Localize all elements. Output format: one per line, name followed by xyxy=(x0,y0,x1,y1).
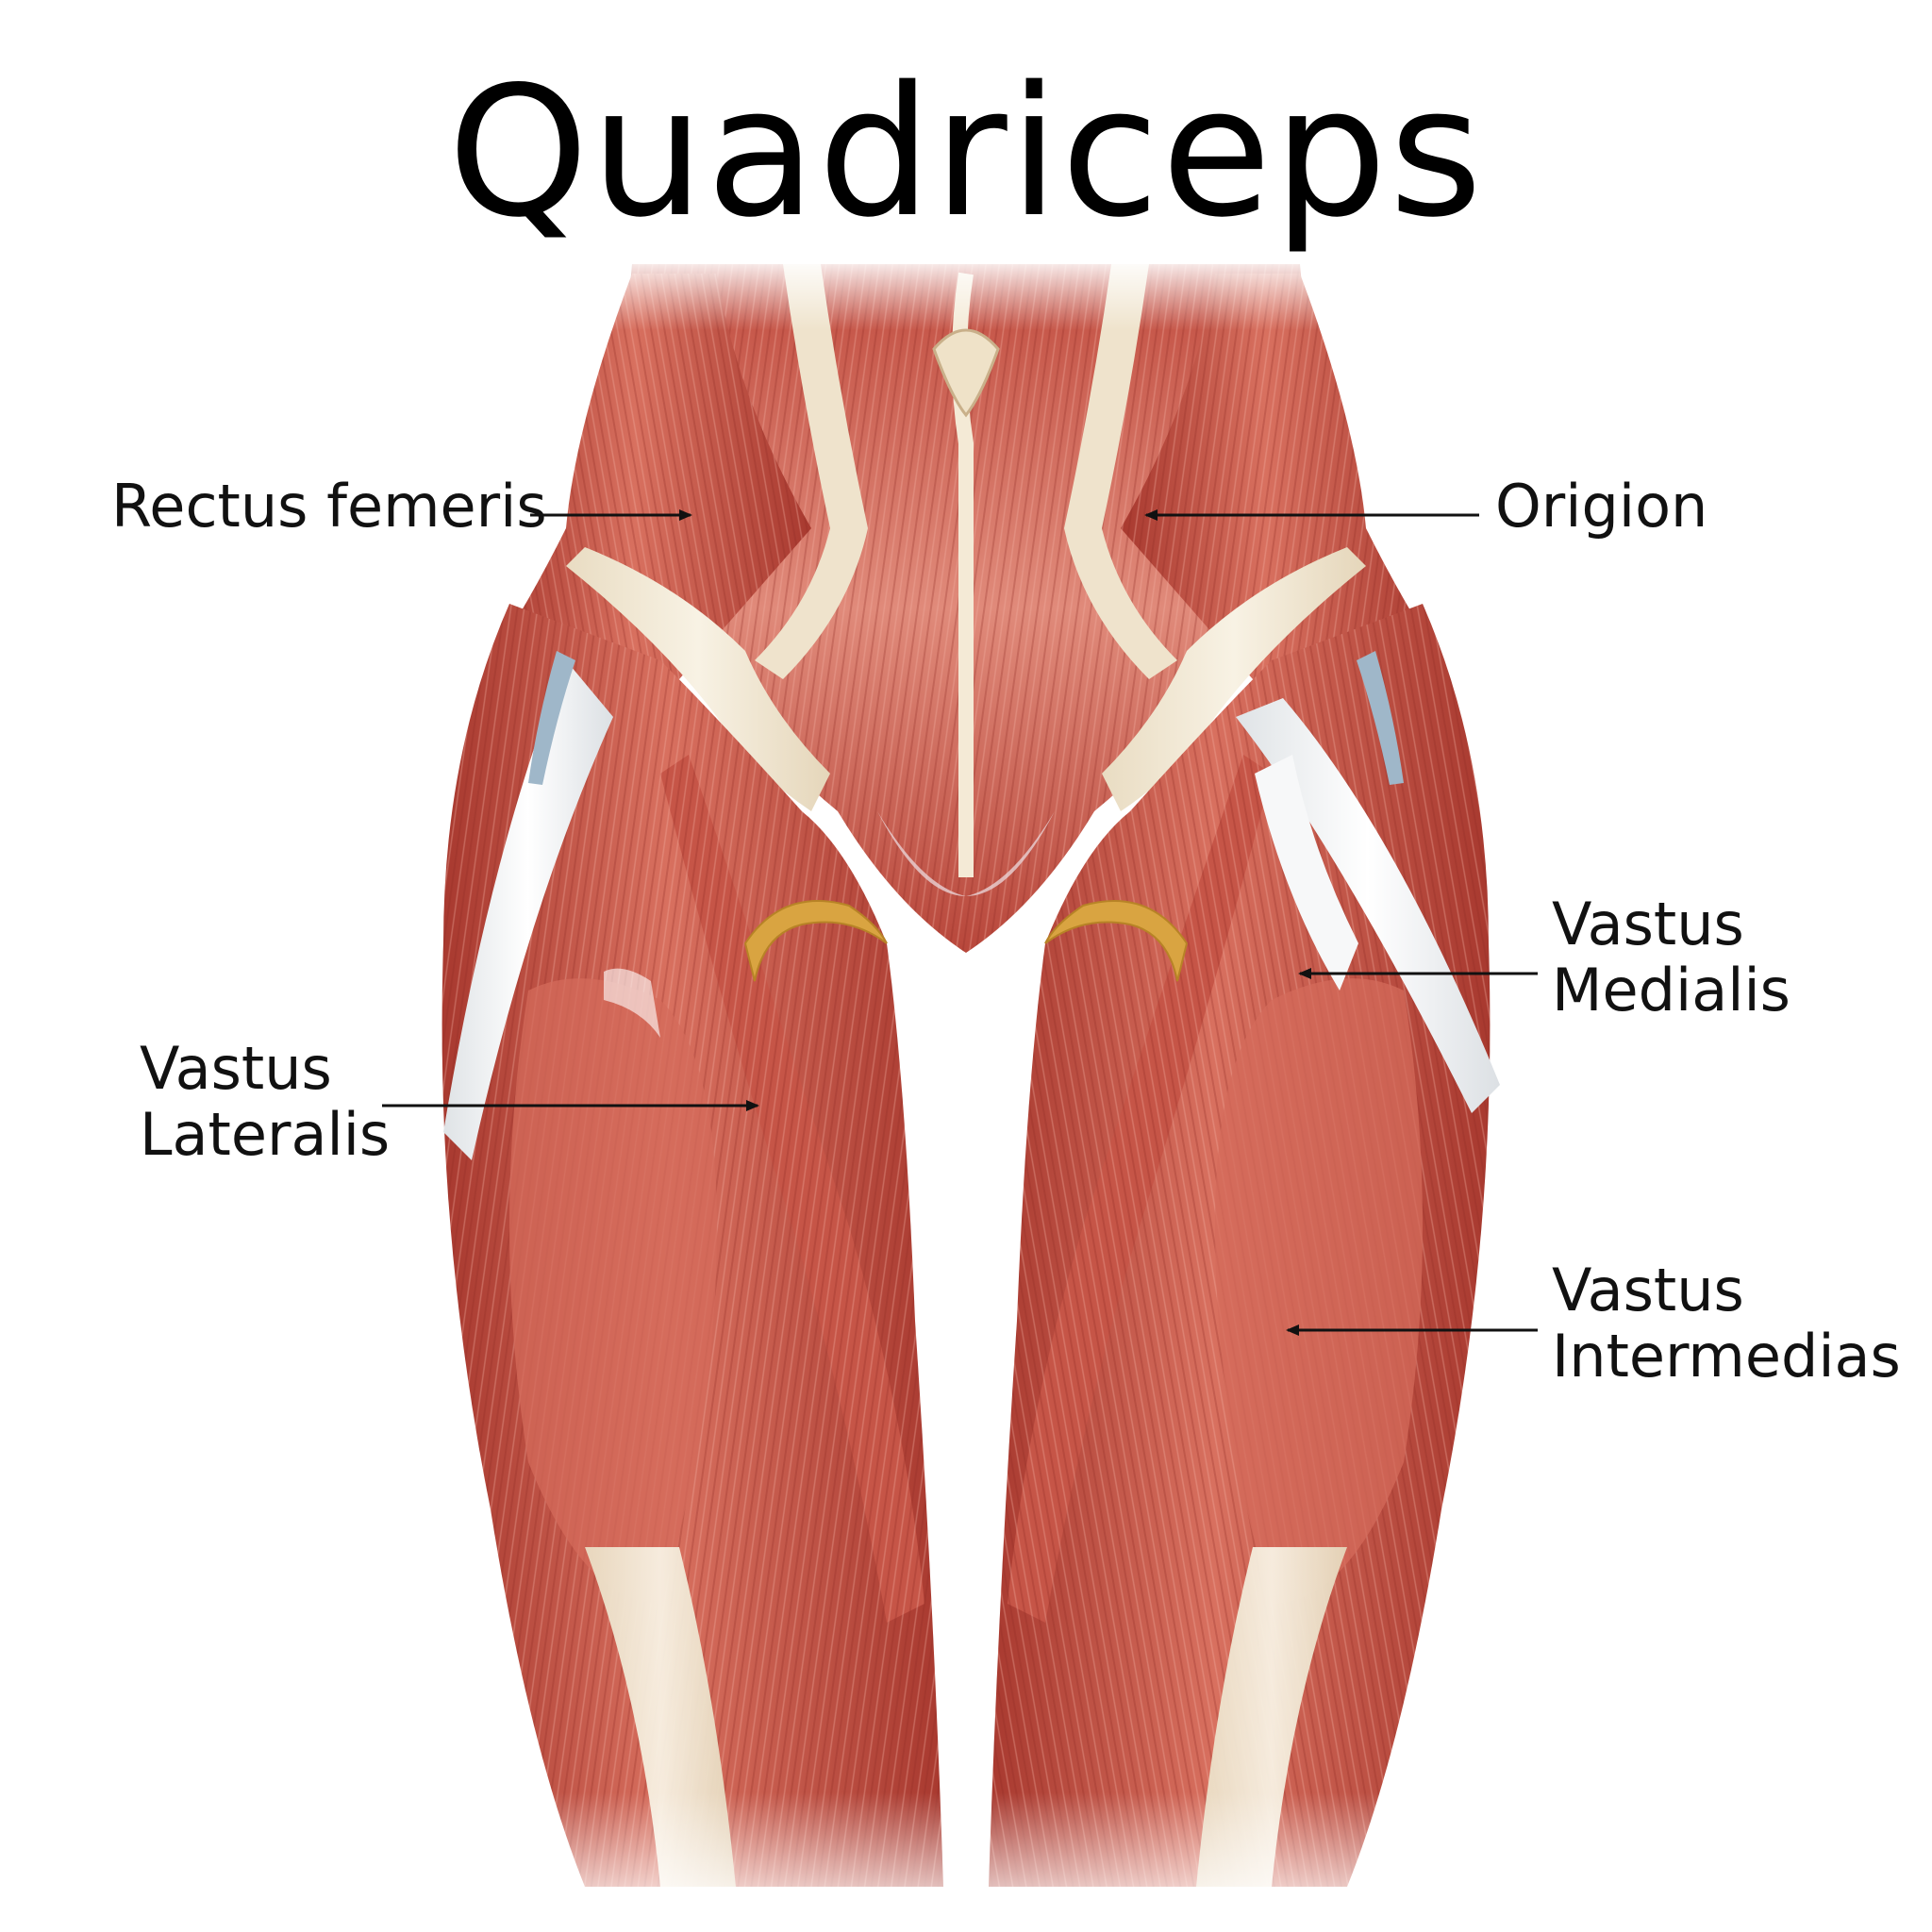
label-vastus-medialis-line1: Vastus xyxy=(1552,890,1744,958)
label-vastus-intermedius: Vastus Intermedias xyxy=(1552,1257,1901,1390)
label-origin-text: Origion xyxy=(1495,472,1708,541)
inguinal-ligaments xyxy=(566,264,1366,811)
label-vastus-lateralis: Vastus Lateralis xyxy=(140,1036,390,1168)
label-vastus-lateralis-line1: Vastus xyxy=(140,1034,332,1103)
label-rectus-femoris-text: Rectus femeris xyxy=(111,472,547,541)
label-vastus-intermedius-line2: Intermedias xyxy=(1552,1322,1901,1391)
label-rectus-femoris: Rectus femeris xyxy=(111,474,547,540)
label-vastus-medialis-line2: Medialis xyxy=(1552,956,1790,1024)
right-thigh xyxy=(989,604,1500,1887)
left-thigh xyxy=(441,604,944,1887)
page-title: Quadriceps xyxy=(447,48,1485,257)
label-origin: Origion xyxy=(1495,474,1707,540)
label-vastus-lateralis-line2: Lateralis xyxy=(140,1100,391,1169)
label-vastus-medialis: Vastus Medialis xyxy=(1552,891,1790,1024)
hip-muscles xyxy=(491,274,1441,679)
label-vastus-intermedius-line1: Vastus xyxy=(1552,1256,1744,1324)
